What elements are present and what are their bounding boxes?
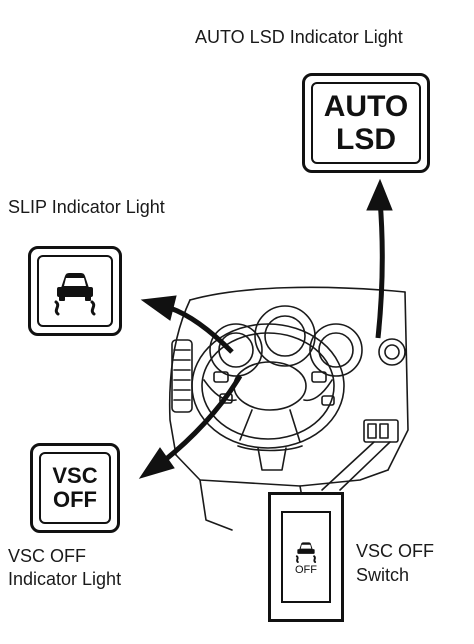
gauge-right: [309, 323, 363, 377]
vsc-off-indicator-label-line2: Indicator Light: [8, 569, 122, 589]
vsc-off-indicator-label-line1: VSC OFF: [8, 546, 87, 566]
slip-indicator-icon: [28, 246, 122, 336]
switch-off-text: OFF: [295, 563, 317, 576]
vsc-off-switch: OFF: [268, 492, 344, 622]
left-vent: [171, 339, 193, 413]
arrow-to-vsc-off: [163, 374, 243, 462]
auto-lsd-text-line1: AUTO: [323, 89, 409, 123]
arrow-to-auto-lsd: [375, 199, 385, 339]
vsc-off-text-line1: VSC: [52, 463, 98, 488]
arrow-to-slip: [169, 305, 234, 354]
switch-panel: [363, 419, 399, 443]
vsc-off-switch-label-line1: VSC OFF: [356, 541, 435, 561]
gauge-center: [254, 305, 316, 367]
vsc-off-text-line2: OFF: [53, 487, 97, 512]
auto-lsd-text-line2: LSD: [336, 122, 396, 156]
skidding-car-icon: [54, 273, 96, 316]
slip-indicator-label: SLIP Indicator Light: [8, 197, 165, 217]
switch-skid-icon: [295, 541, 317, 563]
gauge-left: [209, 323, 263, 377]
right-vent: [378, 338, 406, 366]
steering-wheel: [191, 323, 345, 449]
dashboard-outline: [189, 286, 406, 301]
switch-callout-line: [321, 441, 375, 491]
auto-lsd-indicator-icon: AUTO LSD: [302, 73, 430, 173]
auto-lsd-indicator-label: AUTO LSD Indicator Light: [195, 27, 403, 47]
vsc-off-switch-label-line2: Switch: [356, 565, 410, 585]
steering-hub: [233, 361, 307, 411]
vsc-off-indicator-icon: VSC OFF: [30, 443, 120, 533]
